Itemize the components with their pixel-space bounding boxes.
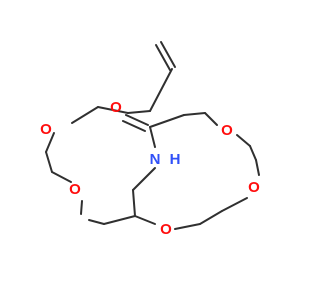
molecule-structure: O O O O O O N H xyxy=(40,41,260,238)
atom-labels: O O O O O O N H xyxy=(40,99,260,238)
bond-vinyl-double-b xyxy=(160,41,176,68)
bond-vinyl-double-a xyxy=(155,44,171,71)
bond-ring-7 xyxy=(236,134,251,147)
oxygen-atom: O xyxy=(69,181,81,198)
hydrogen-atom: H xyxy=(170,151,181,168)
bond-ring-1 xyxy=(134,215,156,225)
oxygen-atom: O xyxy=(160,221,172,238)
bond-vinyl-to-carbonyl xyxy=(149,68,173,112)
bond-ring-4 xyxy=(221,197,248,212)
bond-ring-6 xyxy=(249,145,257,161)
oxygen-atom: O xyxy=(248,179,260,196)
bond-ring-9 xyxy=(183,112,206,116)
bond-ring-16 xyxy=(51,171,72,183)
bond-ring-18 xyxy=(88,219,105,225)
bond-ring-19 xyxy=(103,215,136,225)
bond-ring-12 xyxy=(97,106,129,114)
bond-carbonyl-double-b xyxy=(122,120,146,132)
bond-ring-14 xyxy=(45,132,55,153)
bond-ch2-to-ch xyxy=(132,189,136,217)
bond-ring-13 xyxy=(71,106,99,124)
bond-ring-17 xyxy=(80,200,83,215)
bond-ring-2 xyxy=(174,223,201,230)
bond-ring-11 xyxy=(127,110,151,114)
nitrogen-atom: N xyxy=(150,151,161,168)
bond-ring-15 xyxy=(45,151,53,173)
bond-ring-10 xyxy=(149,114,185,128)
bonds xyxy=(45,41,260,230)
oxygen-atom: O xyxy=(110,99,122,116)
bond-carbonyl-double-a xyxy=(125,114,149,126)
oxygen-atom: O xyxy=(221,122,233,139)
bond-carbonyl-to-nitrogen xyxy=(149,126,156,148)
bond-nitrogen-to-ch2 xyxy=(132,167,156,191)
bond-ring-8 xyxy=(204,112,218,126)
bond-ring-3 xyxy=(199,210,223,225)
bond-ring-5 xyxy=(255,159,260,176)
oxygen-atom: O xyxy=(40,121,52,138)
